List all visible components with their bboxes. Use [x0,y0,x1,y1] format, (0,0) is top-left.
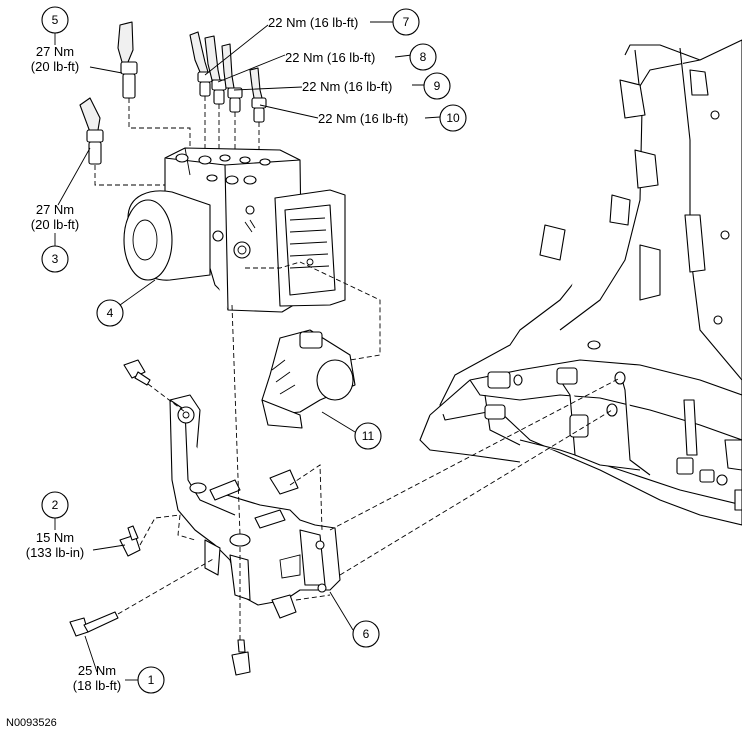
callout-4-number: 4 [107,306,114,320]
leader-lines [54,21,441,681]
torque-label-9: 22 Nm (16 lb-ft) [302,79,392,94]
mounting-bracket [69,304,621,676]
torque-label-3: 27 Nm [36,202,74,217]
callout-3-number: 3 [52,252,59,266]
callout-5: 5 [41,6,69,34]
abs-module [123,147,346,313]
callout-2-number: 2 [52,498,59,512]
callout-9-number: 9 [434,79,441,93]
brake-lines [79,21,267,186]
vehicle-frame [419,39,742,526]
callout-10: 10 [439,104,467,132]
figure-reference: N0093526 [6,717,57,729]
callout-5-number: 5 [52,13,59,27]
callout-10-number: 10 [446,111,460,125]
electrical-connector [261,261,381,429]
callout-4: 4 [96,299,124,327]
torque-label-2-alt: (133 lb-in) [26,545,85,560]
callout-11-number: 11 [362,429,375,443]
torque-label-8: 22 Nm (16 lb-ft) [285,50,375,65]
callout-2: 2 [41,491,69,519]
torque-label-3-alt: (20 lb-ft) [31,217,79,232]
callout-7: 7 [392,8,420,36]
callout-8: 8 [409,43,437,71]
callout-11: 11 [354,422,382,450]
torque-label-1-alt: (18 lb-ft) [73,678,121,693]
callout-8-number: 8 [420,50,427,64]
callout-6-number: 6 [363,627,370,641]
torque-label-1: 25 Nm [78,663,116,678]
torque-label-7: 22 Nm (16 lb-ft) [268,15,358,30]
torque-label-5: 27 Nm [36,44,74,59]
callout-7-number: 7 [403,15,410,29]
callout-6: 6 [352,620,380,648]
callout-1: 1 [137,666,165,694]
callout-9: 9 [423,72,451,100]
torque-label-10: 22 Nm (16 lb-ft) [318,111,408,126]
torque-label-5-alt: (20 lb-ft) [31,59,79,74]
callout-1-number: 1 [148,673,155,687]
torque-label-2: 15 Nm [36,530,74,545]
callout-3: 3 [41,245,69,273]
